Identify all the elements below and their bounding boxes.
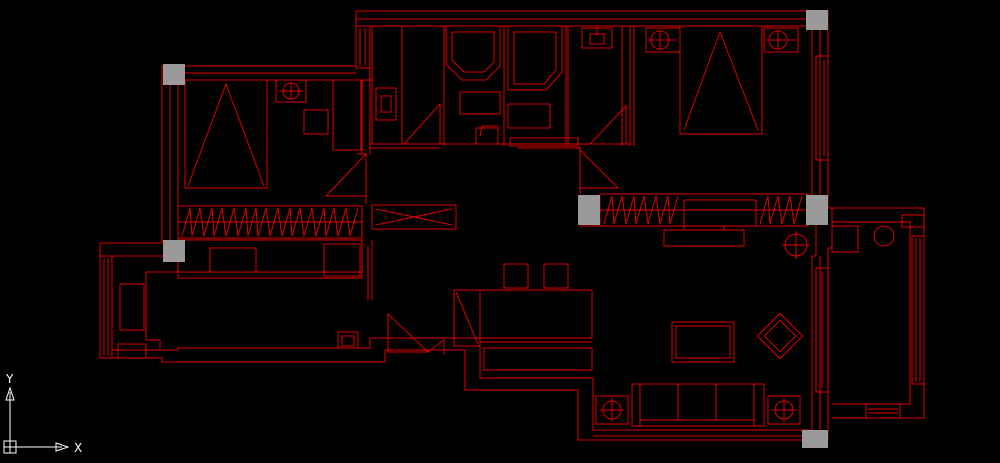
ucs-x-label: X	[74, 441, 82, 455]
dining-table	[479, 289, 593, 339]
washbasin-center	[375, 87, 397, 121]
window-right-east-top	[815, 55, 829, 161]
desk-left	[332, 79, 362, 151]
ucs-y-label: Y	[5, 372, 14, 386]
balcony	[831, 207, 925, 419]
sofa	[631, 383, 765, 427]
coffee-table	[671, 321, 735, 363]
windows	[99, 25, 829, 393]
dining-chair-1	[503, 263, 529, 289]
column-6	[802, 430, 828, 448]
side-table-diamond	[756, 312, 804, 360]
floor-lamp-living	[782, 231, 810, 259]
living-room	[595, 225, 810, 427]
dining-chair-2	[543, 263, 569, 289]
nightstand-master-left	[645, 27, 681, 53]
wall-outline-outer	[99, 10, 833, 441]
window-right-east-bottom	[815, 267, 829, 393]
bed-left	[184, 79, 268, 189]
balcony-washer	[831, 225, 859, 253]
sofa-lamp-right	[767, 395, 801, 425]
structural-columns	[163, 10, 828, 448]
study-sofa	[119, 283, 145, 331]
study-box	[323, 243, 361, 277]
sofa-lamp-left	[595, 395, 629, 425]
dining-bench	[483, 347, 593, 371]
bathroom-center	[371, 25, 579, 147]
nightstand-master-right	[763, 27, 799, 53]
door-master-bath	[588, 104, 627, 145]
study-small-box	[337, 331, 359, 349]
toilet-center	[459, 91, 501, 115]
column-3	[806, 10, 828, 30]
bedroom-left	[184, 79, 367, 197]
interior-partitions	[178, 26, 635, 246]
nightstand-lamp-left	[275, 79, 307, 103]
column-4	[578, 195, 600, 225]
shower-tray	[507, 25, 563, 91]
balcony-floor-drain	[873, 225, 895, 247]
desk-chair-left	[303, 109, 329, 135]
bathtub	[445, 25, 501, 81]
column-2	[163, 240, 185, 262]
door-bedroom-left	[324, 152, 367, 197]
column-5	[806, 195, 828, 225]
floor-plan	[99, 10, 925, 441]
door-entrance	[387, 312, 430, 353]
window-left-bay	[99, 255, 113, 359]
vanity-center	[507, 103, 551, 129]
ucs-icon	[3, 386, 70, 454]
bed-master	[679, 25, 763, 135]
bedroom-master	[579, 25, 799, 194]
column-1	[163, 64, 185, 85]
wardrobe-left	[177, 205, 363, 239]
corridor	[367, 204, 457, 300]
dining	[479, 263, 593, 371]
corridor-cabinet	[371, 204, 457, 230]
